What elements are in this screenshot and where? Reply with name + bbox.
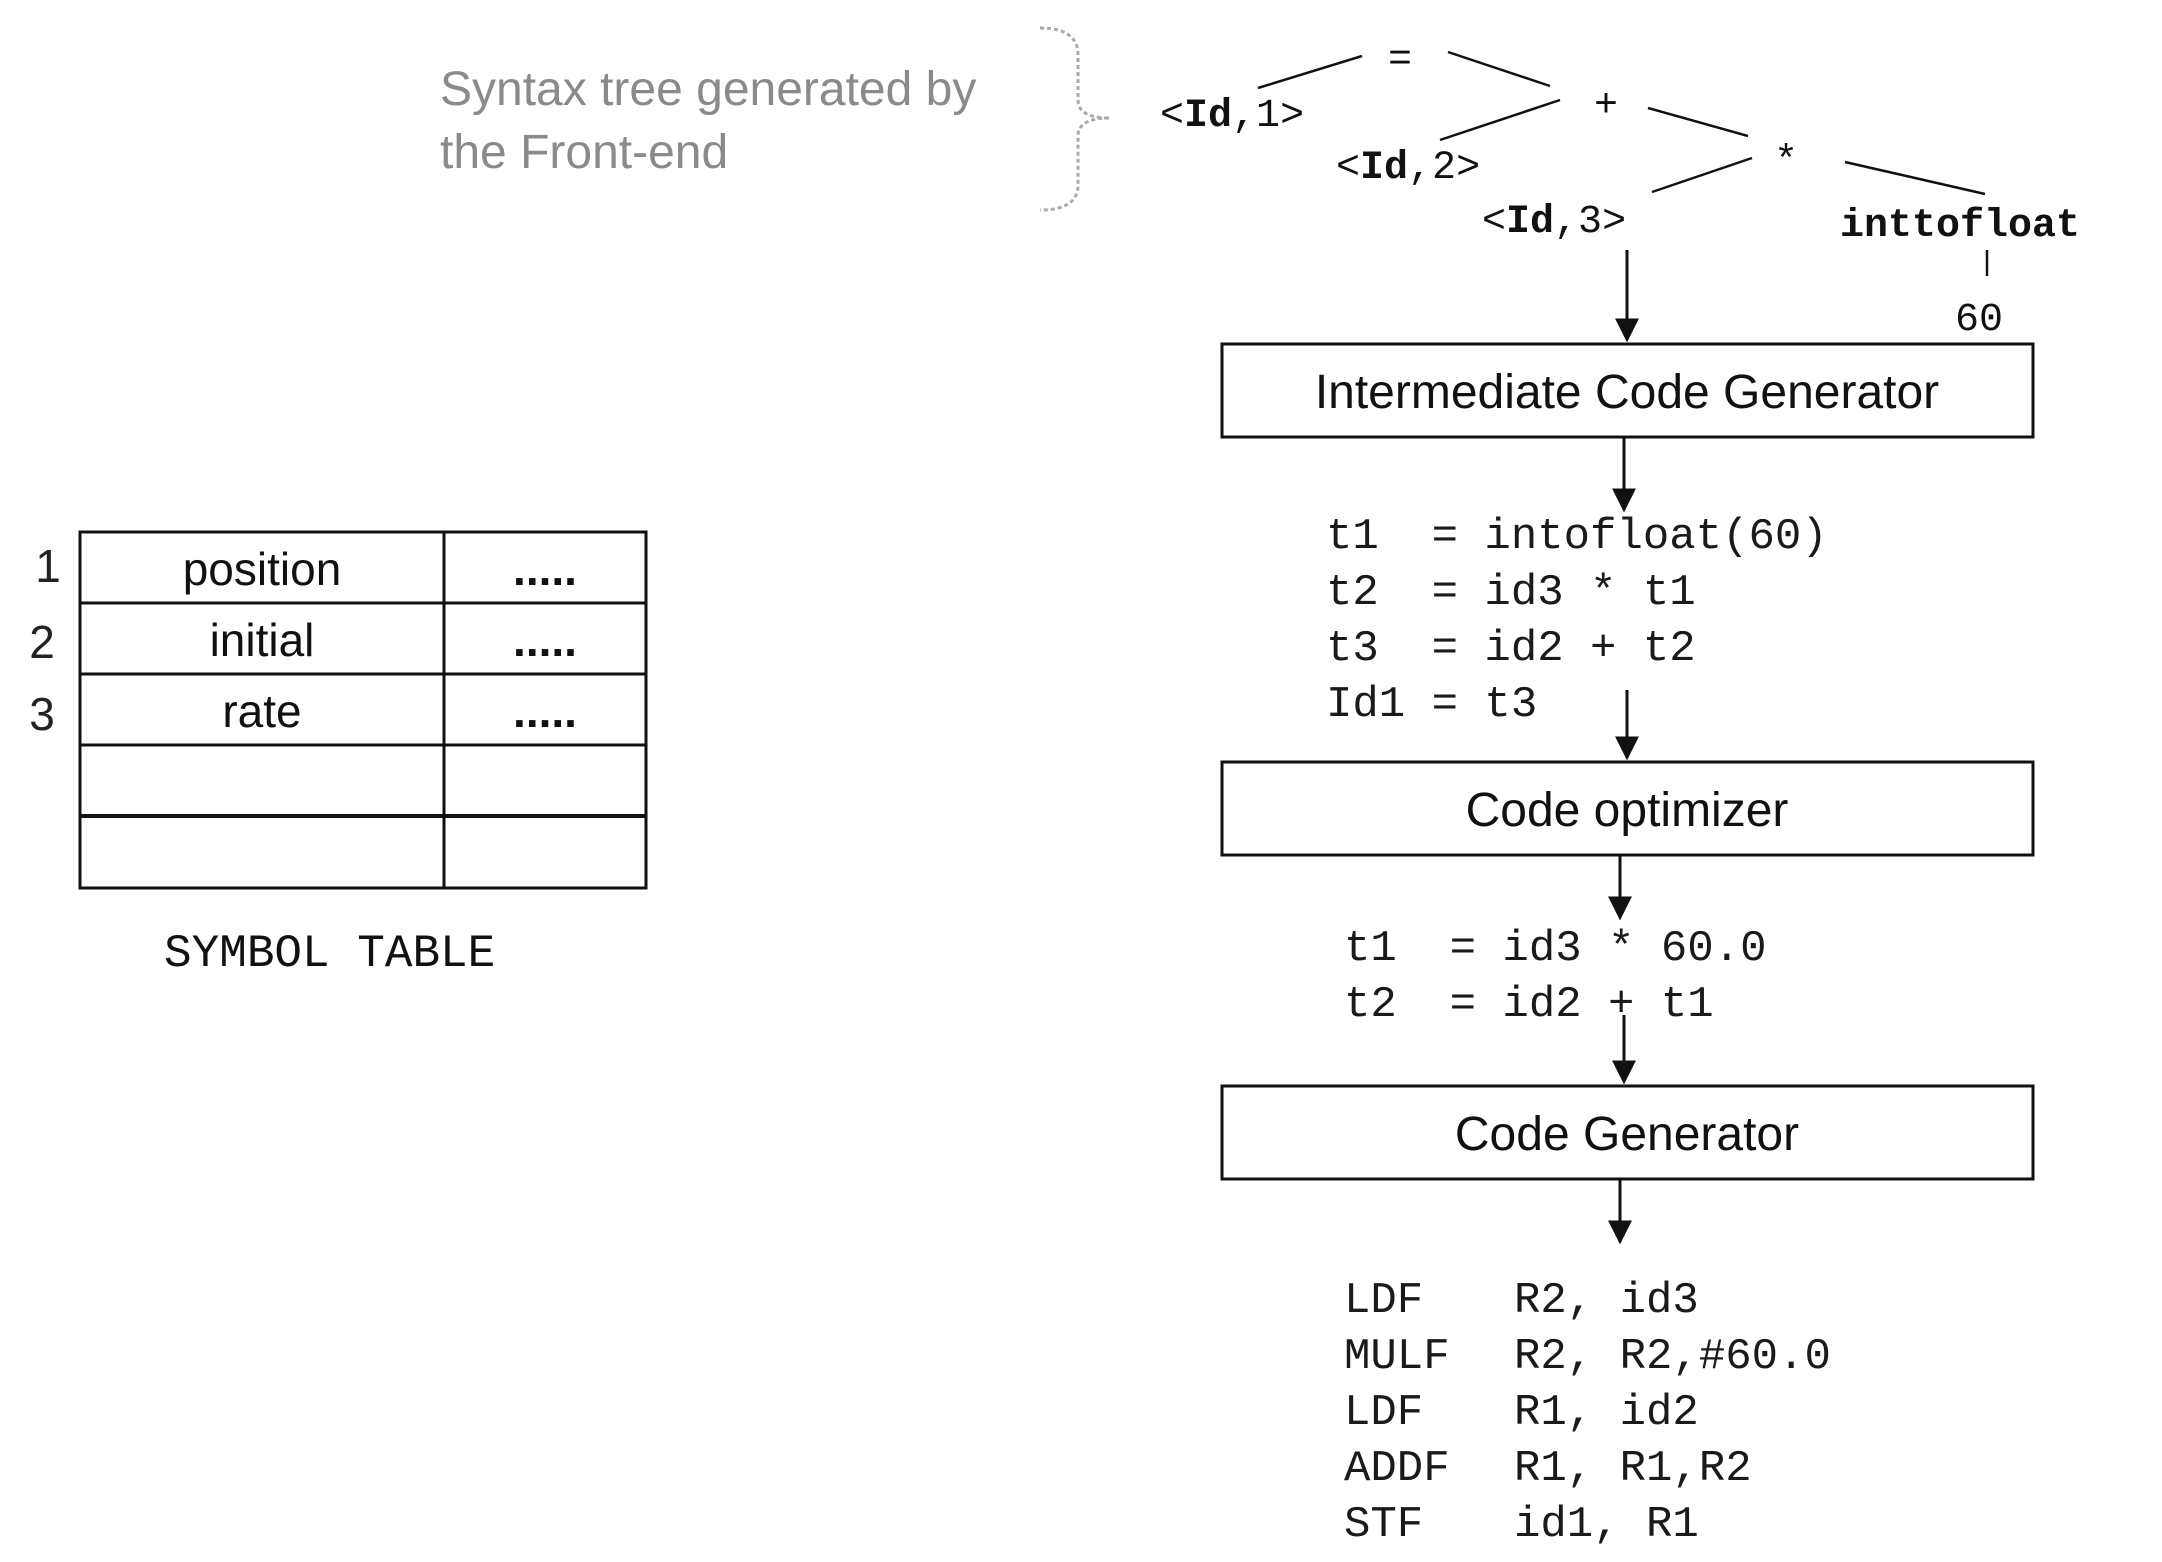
node-id1: <Id,1> [1160, 94, 1304, 139]
caption-line-1: Syntax tree generated by [440, 63, 976, 116]
node-assign: = [1388, 38, 1412, 83]
intermediate-code-block: t1 = intofloat(60) t2 = id3 * t1 t3 = id… [1326, 512, 1828, 730]
ir-line-2: t2 = id3 * t1 [1326, 568, 1696, 618]
target-args-1: R2, id3 [1514, 1276, 1699, 1326]
ir-line-1: t1 = intofloat(60) [1326, 512, 1828, 562]
target-op-1: LDF [1344, 1276, 1423, 1326]
edge-assign-id1 [1257, 54, 1363, 90]
node-times: * [1774, 140, 1798, 185]
code-optimizer-box [1220, 760, 2035, 857]
code-optimizer-label: Code optimizer [1466, 784, 1789, 837]
edge-times-inttofloat [1844, 160, 1986, 196]
caption-line-2: the Front-end [440, 126, 728, 179]
symbol-table-row-number: 2 [29, 616, 55, 668]
edge-times-id3 [1651, 156, 1753, 194]
ir-line-3: t3 = id2 + t2 [1326, 624, 1696, 674]
node-id2: <Id,2> [1336, 146, 1480, 191]
opt-line-1: t1 = id3 * 60.0 [1344, 924, 1766, 974]
target-op-2: MULF [1344, 1332, 1450, 1382]
target-args-5: id1, R1 [1514, 1500, 1699, 1550]
symbol-table-info-cell: ..... [513, 614, 577, 666]
ir-line-4: Id1 = t3 [1326, 680, 1537, 730]
symbol-table-title: SYMBOL TABLE [164, 928, 495, 980]
curly-brace [1039, 26, 1111, 212]
intermediate-code-generator-label: Intermediate Code Generator [1315, 366, 1939, 419]
symbol-table-row-number: 3 [29, 688, 55, 740]
node-60: 60 [1955, 298, 2003, 343]
symbol-table-name-cell: position [183, 543, 342, 595]
node-id3: <Id,3> [1482, 200, 1626, 245]
symbol-table-info-cell: ..... [513, 543, 577, 595]
symbol-table-row-number: 1 [35, 540, 61, 592]
symbol-table-info-cell: ..... [513, 685, 577, 737]
flow-arrows [1608, 250, 1639, 1245]
code-generator-label: Code Generator [1455, 1108, 1799, 1161]
intermediate-code-generator-box [1220, 342, 2035, 439]
syntax-tree-edges [1257, 50, 1989, 276]
target-op-4: ADDF [1344, 1444, 1450, 1494]
target-op-3: LDF [1344, 1388, 1423, 1438]
optimized-code-block: t1 = id3 * 60.0 t2 = id2 + t1 [1344, 924, 1766, 1030]
target-args-3: R1, id2 [1514, 1388, 1699, 1438]
target-args-2: R2, R2,#60.0 [1514, 1332, 1831, 1382]
edge-plus-times [1647, 106, 1749, 138]
symbol-table-name-cell: initial [210, 614, 315, 666]
symbol-table-name-cell: rate [222, 685, 301, 737]
edge-assign-plus [1447, 50, 1551, 88]
target-code-block: LDF R2, id3 MULF R2, R2,#60.0 LDF R1, id… [1344, 1276, 1831, 1550]
symbol-table-border [78, 530, 648, 890]
edge-plus-id2 [1439, 98, 1561, 142]
node-inttofloat: inttofloat [1840, 204, 2080, 249]
symbol-table: 1 2 3 position initial rate ..... ..... … [29, 530, 648, 980]
code-generator-box [1220, 1084, 2035, 1181]
target-op-5: STF [1344, 1500, 1423, 1550]
node-plus: + [1594, 84, 1618, 129]
target-args-4: R1, R1,R2 [1514, 1444, 1752, 1494]
opt-line-2: t2 = id2 + t1 [1344, 980, 1714, 1030]
